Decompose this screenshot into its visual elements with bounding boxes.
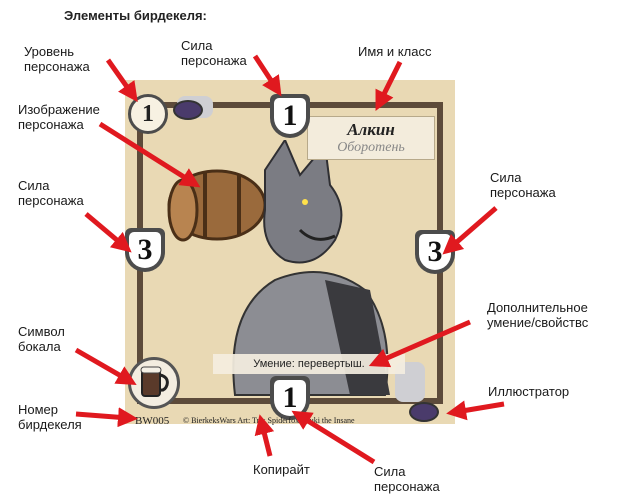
- arrow-card-number: [75, 407, 138, 428]
- character-name: Алкин: [347, 120, 395, 139]
- label-strength-left: Сила персонажа: [18, 178, 84, 208]
- arrow-mug-symbol: [74, 347, 137, 385]
- label-extra-ability: Дополнительное умение/свойствс: [487, 300, 589, 330]
- arrow-copyright: [254, 414, 275, 457]
- strength-value: 1: [274, 380, 306, 416]
- strength-shield-left: 3: [125, 228, 165, 272]
- arrow-name-class: [375, 60, 403, 111]
- label-image: Изображение персонажа: [18, 102, 100, 132]
- barrel-icon: [167, 169, 267, 242]
- strength-value: 3: [129, 232, 161, 268]
- arrow-strength-bottom: [291, 410, 376, 465]
- card-number: BW005: [135, 415, 170, 427]
- character-class: Оборотень: [337, 140, 405, 155]
- label-strength-bottom: Сила персонажа: [374, 464, 440, 494]
- label-copyright: Копирайт: [253, 462, 310, 477]
- label-strength-right: Сила персонажа: [490, 170, 556, 200]
- arrow-strength-left: [84, 212, 132, 253]
- label-name-class: Имя и класс: [358, 44, 432, 59]
- strength-shield-top: 1: [270, 94, 310, 138]
- beer-mug-icon: [140, 366, 169, 397]
- diagram-title: Элементы бирдекеля:: [64, 8, 207, 23]
- arrow-image: [98, 121, 201, 188]
- ability-text: Умение: перевертыш.: [213, 354, 405, 374]
- strength-shield-bottom: 1: [270, 376, 310, 420]
- label-strength-top: Сила персонажа: [181, 38, 247, 68]
- label-mug-symbol: Символ бокала: [18, 324, 65, 354]
- gem-icon: [173, 100, 203, 120]
- label-level: Уровень персонажа: [24, 44, 90, 74]
- label-illustrator: Иллюстратор: [488, 384, 570, 399]
- gem-icon: [409, 402, 439, 422]
- arrow-strength-top: [252, 54, 282, 97]
- arrow-extra-ability: [368, 319, 471, 368]
- arrow-illustrator: [446, 400, 505, 421]
- arrow-level: [105, 58, 138, 103]
- strength-value: 1: [274, 98, 306, 134]
- arrow-strength-right: [442, 206, 498, 255]
- name-banner: Алкин Оборотень: [307, 116, 435, 160]
- strength-value: 3: [419, 234, 451, 270]
- label-card-number: Номер бирдекеля: [18, 402, 82, 432]
